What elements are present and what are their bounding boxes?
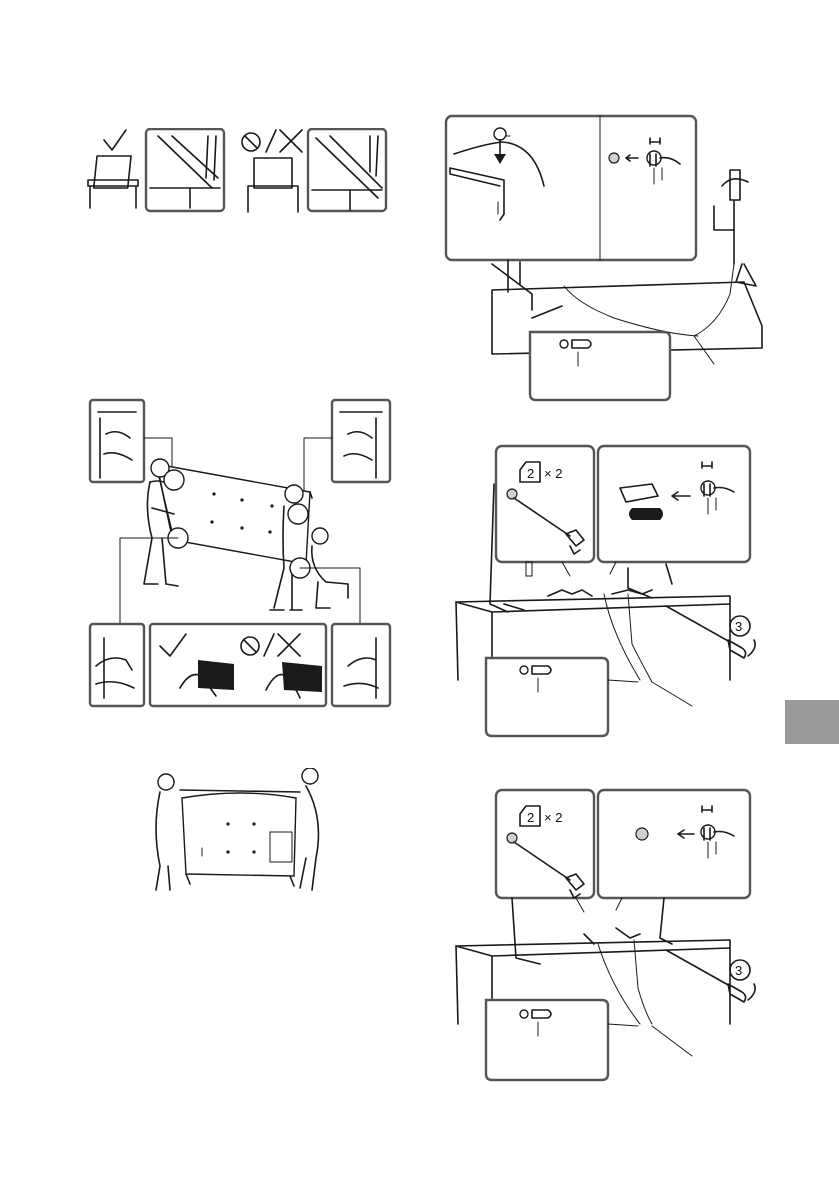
- stand-placement-figure: [80, 128, 390, 218]
- two-person-carry-figure: [86, 398, 394, 710]
- callout-ok: [146, 129, 224, 211]
- strap-attachment-figure-1: [444, 114, 774, 404]
- tv-on-table-ok: [88, 156, 138, 208]
- person-right-rear: [300, 768, 318, 890]
- person-left-rear: [156, 774, 174, 890]
- strap-attachment-figure-2: 2 × 2 3: [452, 444, 776, 740]
- rear-carry-figure: [150, 768, 330, 894]
- section-tab: [785, 700, 839, 744]
- badge-multiplier-2: × 2: [544, 810, 562, 825]
- strap-attachment-figure-3: 2 × 2 3: [452, 788, 776, 1084]
- step-circle-number-b: 3: [735, 963, 742, 978]
- tv-rear-panel: [182, 793, 296, 876]
- check-mark-icon: [104, 130, 126, 150]
- badge-multiplier: × 2: [544, 466, 562, 481]
- badge-number-2: 2: [527, 810, 534, 825]
- badge-number: 2: [527, 466, 534, 481]
- step-circle-number: 3: [735, 619, 742, 634]
- tv-on-table-ng: [248, 158, 298, 212]
- cross-icon: [280, 130, 302, 152]
